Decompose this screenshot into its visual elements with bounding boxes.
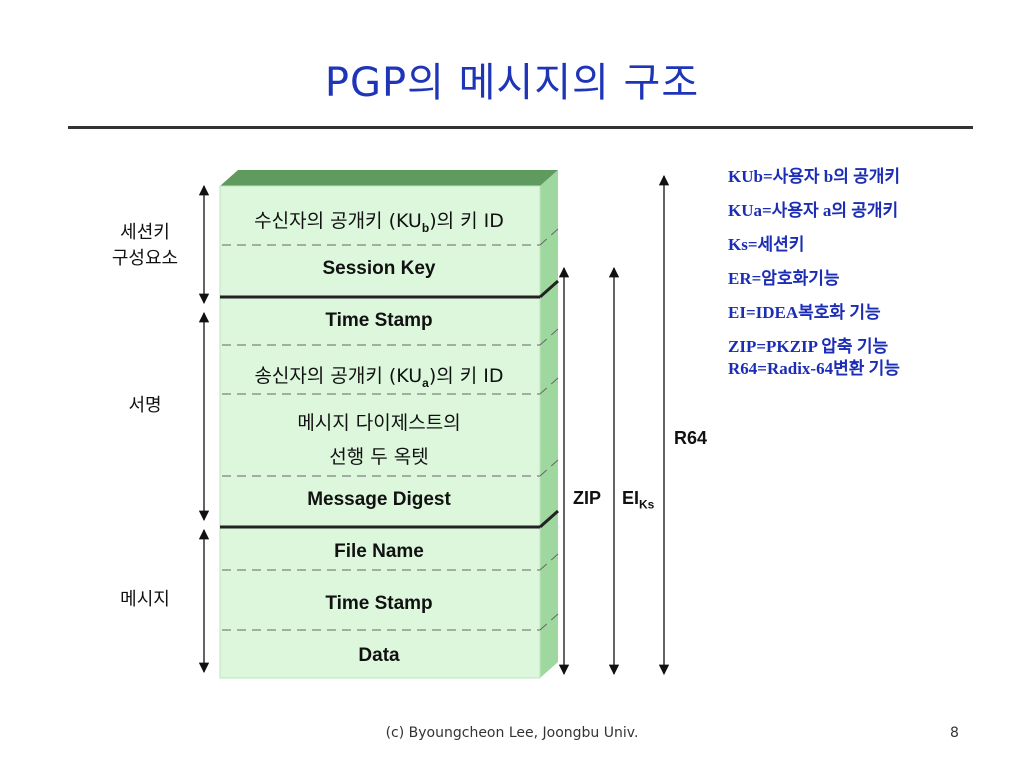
section-divider bbox=[539, 279, 559, 299]
separator-line bbox=[539, 377, 559, 395]
sender-key-id-text: 송신자의 공개키 (KU bbox=[254, 365, 423, 387]
slide-title: PGP의 메시지의 구조 bbox=[324, 60, 700, 106]
leading-two-octets-line2: 선행 두 옥텟 bbox=[329, 446, 429, 468]
sender-key-id-field: 송신자의 공개키 (KUa)의 키 ID bbox=[220, 361, 538, 390]
separator-line bbox=[539, 459, 559, 477]
recipient-key-id-subscript: b bbox=[421, 220, 430, 235]
legend-item-er: ER=암호화기능 bbox=[728, 269, 840, 288]
stack-side-face bbox=[540, 170, 558, 678]
stack-top-face bbox=[220, 170, 558, 186]
slide-footer: (c) Byoungcheon Lee, Joongbu Univ. bbox=[385, 725, 639, 741]
legend-item-ei: EI=IDEA복호화 기능 bbox=[728, 303, 881, 322]
recipient-key-id-field: 수신자의 공개키 (KUb)의 키 ID bbox=[220, 206, 538, 235]
sender-key-id-suffix: )의 키 ID bbox=[428, 365, 504, 387]
zip-label: ZIP bbox=[573, 488, 602, 508]
legend: KUb=사용자 b의 공개키 KUa=사용자 a의 공개키 Ks=세션키 ER=… bbox=[728, 160, 1008, 380]
recipient-key-id-suffix: )의 키 ID bbox=[429, 210, 504, 232]
separator-line bbox=[539, 553, 559, 571]
message-time-stamp-field: Time Stamp bbox=[325, 593, 433, 614]
stack-front-face bbox=[219, 185, 541, 679]
session-key-component-label: 세션키 구성요소 bbox=[100, 220, 190, 272]
section-divider bbox=[539, 509, 559, 529]
message-label: 메시지 bbox=[120, 589, 170, 610]
title-divider bbox=[68, 126, 973, 129]
data-field: Data bbox=[358, 645, 400, 666]
file-name-field: File Name bbox=[334, 541, 424, 562]
message-digest-field: Message Digest bbox=[307, 489, 451, 510]
session-key-label-line1: 세션키 bbox=[120, 222, 170, 243]
session-key-field: Session Key bbox=[322, 258, 436, 279]
session-key-label-line2: 구성요소 bbox=[111, 248, 179, 269]
sender-key-id-subscript: a bbox=[422, 375, 429, 390]
recipient-key-id-text: 수신자의 공개키 (KU bbox=[254, 210, 422, 232]
legend-item-kub: KUb=사용자 b의 공개키 bbox=[728, 167, 901, 186]
ei-label: EIKs bbox=[622, 488, 654, 512]
legend-item-kua: KUa=사용자 a의 공개키 bbox=[728, 201, 899, 220]
leading-two-octets-field: 메시지 다이제스트의 선행 두 옥텟 bbox=[220, 406, 538, 474]
signature-time-stamp-field: Time Stamp bbox=[325, 310, 433, 331]
separator-line bbox=[539, 328, 559, 346]
legend-item-zip: ZIP=PKZIP 압축 기능 bbox=[728, 337, 889, 356]
r64-label: R64 bbox=[674, 428, 708, 448]
separator-line bbox=[539, 613, 559, 631]
legend-item-r64: R64=Radix-64변환 기능 bbox=[728, 359, 900, 378]
legend-item-ks: Ks=세션키 bbox=[728, 235, 805, 254]
signature-label: 서명 bbox=[128, 395, 162, 416]
leading-two-octets-line1: 메시지 다이제스트의 bbox=[297, 412, 461, 434]
ei-label-text: EI bbox=[622, 488, 640, 508]
separator-line bbox=[539, 228, 559, 246]
page-number: 8 bbox=[950, 725, 959, 741]
ei-label-subscript: Ks bbox=[639, 497, 655, 512]
